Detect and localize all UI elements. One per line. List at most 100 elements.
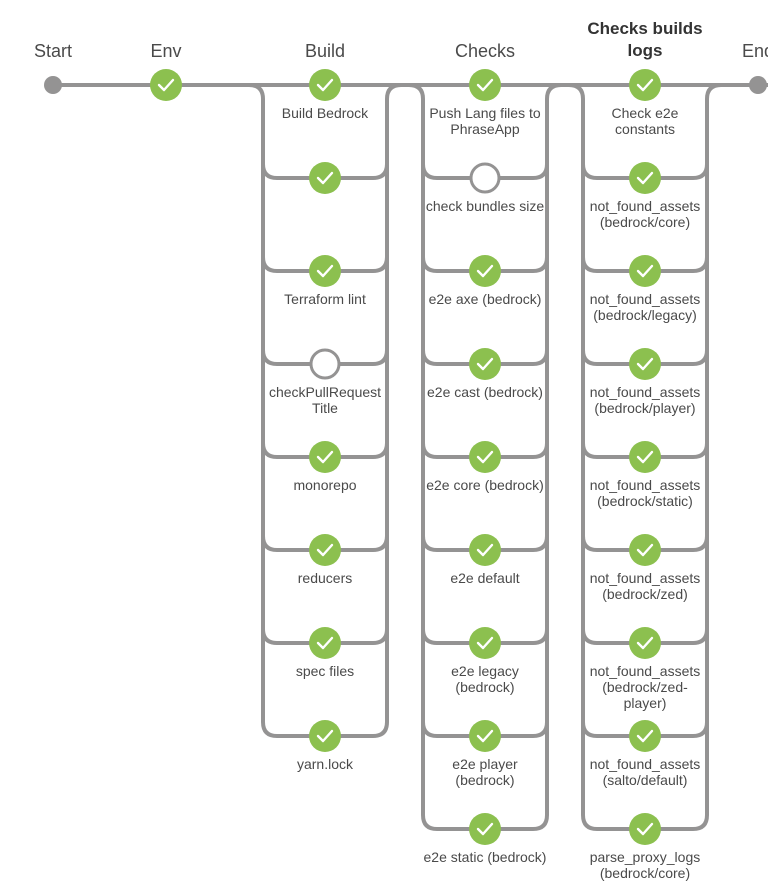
step-label: not_found_assets (salto/default): [589, 756, 701, 788]
step-node[interactable]: [629, 720, 661, 752]
stage-title-checks: Checks: [454, 41, 516, 61]
step-label: e2e core (bedrock): [426, 477, 544, 493]
check-icon: [476, 78, 494, 92]
step-label: e2e legacy (bedrock): [451, 663, 519, 695]
success-status-icon: [309, 255, 341, 287]
empty-circle-icon: [309, 348, 341, 380]
step-label: not_found_assets (bedrock/core): [589, 198, 701, 230]
terminal-dot-icon: [44, 76, 62, 94]
success-status-icon: [469, 720, 501, 752]
success-status-icon: [469, 348, 501, 380]
success-status-icon: [469, 813, 501, 845]
success-status-icon: [629, 348, 661, 380]
step-label: e2e cast (bedrock): [427, 384, 543, 400]
check-icon: [476, 357, 494, 371]
step-label: not_found_assets (bedrock/zed): [589, 570, 701, 602]
success-status-icon: [629, 69, 661, 101]
step-node[interactable]: [309, 627, 341, 659]
check-icon: [157, 78, 175, 92]
step-node[interactable]: [629, 255, 661, 287]
check-icon: [316, 450, 334, 464]
step-node[interactable]: [469, 813, 501, 845]
step-node[interactable]: [469, 534, 501, 566]
step-node[interactable]: [469, 627, 501, 659]
success-status-icon: [309, 720, 341, 752]
step-node[interactable]: [629, 162, 661, 194]
step-node[interactable]: [469, 441, 501, 473]
step-node[interactable]: [629, 627, 661, 659]
lane-rail-right: [385, 83, 402, 722]
lane-rail-left: [568, 83, 585, 815]
lane-rail-right: [545, 83, 562, 815]
check-icon: [316, 636, 334, 650]
step-node[interactable]: [309, 348, 341, 380]
step-node[interactable]: [629, 534, 661, 566]
step-node[interactable]: [629, 348, 661, 380]
step-label: not_found_assets (bedrock/zed-player): [589, 663, 701, 711]
stage-node-end[interactable]: [749, 76, 767, 94]
success-status-icon: [629, 627, 661, 659]
step-node[interactable]: [309, 534, 341, 566]
step-label: not_found_assets (bedrock/player): [589, 384, 701, 416]
step-label: Check e2e constants: [611, 105, 679, 137]
step-label: e2e default: [450, 570, 520, 586]
step-label: Build Bedrock: [281, 105, 369, 121]
check-icon: [636, 171, 654, 185]
check-icon: [636, 543, 654, 557]
check-icon: [636, 729, 654, 743]
step-label: reducers: [297, 570, 353, 586]
success-status-icon: [629, 720, 661, 752]
check-icon: [636, 264, 654, 278]
check-icon: [476, 264, 494, 278]
check-icon: [476, 543, 494, 557]
step-label: e2e player (bedrock): [452, 756, 518, 788]
success-status-icon: [309, 534, 341, 566]
step-node[interactable]: [469, 162, 501, 194]
step-node[interactable]: [469, 255, 501, 287]
check-icon: [316, 78, 334, 92]
stage-title-logs: Checks builds logs: [587, 19, 703, 60]
success-status-icon: [629, 441, 661, 473]
lane-rail-right: [705, 83, 722, 815]
success-status-icon: [309, 162, 341, 194]
stage-node-start[interactable]: [44, 76, 62, 94]
step-node[interactable]: [309, 162, 341, 194]
stage-node-env[interactable]: [150, 69, 182, 101]
step-label: parse_proxy_logs (bedrock/core): [589, 849, 701, 881]
success-status-icon: [629, 162, 661, 194]
step-node[interactable]: [469, 69, 501, 101]
lane-rail-left: [248, 83, 265, 722]
check-icon: [316, 729, 334, 743]
success-status-icon: [469, 534, 501, 566]
step-node[interactable]: [629, 813, 661, 845]
step-node[interactable]: [309, 441, 341, 473]
step-label: not_found_assets (bedrock/legacy): [589, 291, 701, 323]
step-node[interactable]: [629, 441, 661, 473]
step-node[interactable]: [309, 720, 341, 752]
step-node[interactable]: [469, 348, 501, 380]
success-status-icon: [309, 69, 341, 101]
success-status-icon: [309, 627, 341, 659]
check-icon: [636, 78, 654, 92]
check-icon: [636, 357, 654, 371]
step-label: checkPullRequest Title: [268, 384, 382, 416]
step-label: spec files: [295, 663, 355, 679]
check-icon: [636, 450, 654, 464]
step-label: not_found_assets (bedrock/static): [589, 477, 701, 509]
empty-circle-icon: [469, 162, 501, 194]
step-label: Terraform lint: [284, 291, 366, 307]
check-icon: [316, 543, 334, 557]
step-label: check bundles size: [425, 198, 545, 214]
check-icon: [316, 171, 334, 185]
check-icon: [316, 264, 334, 278]
step-node[interactable]: [469, 720, 501, 752]
step-node[interactable]: [629, 69, 661, 101]
stage-title-end: End: [741, 41, 768, 61]
success-status-icon: [309, 441, 341, 473]
success-status-icon: [629, 534, 661, 566]
success-status-icon: [469, 255, 501, 287]
step-node[interactable]: [309, 255, 341, 287]
step-node[interactable]: [309, 69, 341, 101]
step-label: yarn.lock: [296, 756, 354, 772]
